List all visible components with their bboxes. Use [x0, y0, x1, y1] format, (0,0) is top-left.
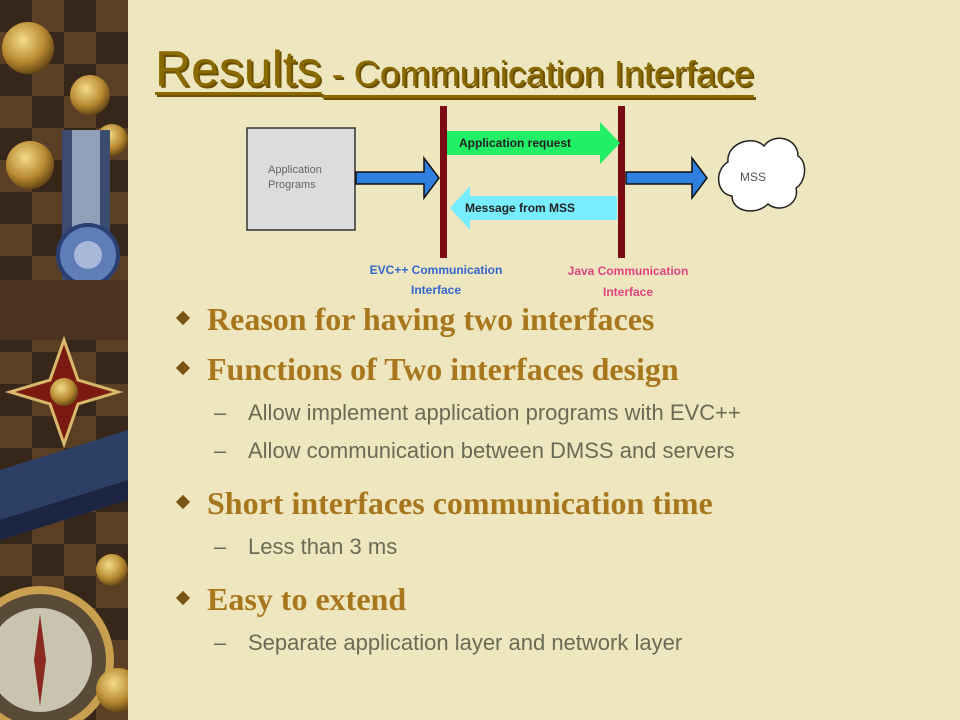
dash-marker: – — [214, 630, 227, 655]
evc-interface-bar — [440, 106, 447, 258]
gold-button-icon — [6, 141, 54, 189]
bullet-text: Short interfaces communication time — [207, 485, 713, 521]
right-blue-arrow-icon — [625, 155, 708, 201]
sub-bullet-item: –Less than 3 ms — [172, 530, 932, 568]
sub-bullet-text: Allow communication between DMSS and ser… — [248, 438, 735, 463]
java-interface-bar — [618, 106, 625, 258]
diamond-bullet-icon — [175, 360, 191, 376]
diamond-bullet-icon — [175, 494, 191, 510]
evc-label-line2: Interface — [411, 283, 461, 297]
message-from-mss-label: Message from MSS — [465, 201, 575, 215]
gold-button-icon — [70, 75, 110, 115]
java-label-line1: Java Communication — [568, 264, 689, 278]
bullet-item: Easy to extend — [172, 576, 932, 626]
app-box-line1: Application — [268, 164, 322, 176]
bullet-item: Reason for having two interfaces — [172, 296, 932, 346]
bullet-text: Functions of Two interfaces design — [207, 351, 679, 387]
bullet-text: Easy to extend — [207, 581, 407, 617]
mss-label: MSS — [740, 170, 766, 184]
application-request-label: Application request — [459, 136, 571, 150]
decorative-medals-sidebar — [0, 0, 128, 720]
sub-bullet-item: –Separate application layer and network … — [172, 626, 932, 664]
bullet-item: Functions of Two interfaces design — [172, 346, 932, 396]
sub-bullet-text: Separate application layer and network l… — [248, 630, 683, 655]
application-programs-box — [246, 127, 356, 231]
gold-button-icon — [96, 668, 128, 712]
bullet-text: Reason for having two interfaces — [207, 301, 655, 337]
evc-label-line1: EVC++ Communication — [370, 263, 503, 277]
title-main: Results — [155, 41, 322, 97]
title-sub: - Communication Interface — [321, 53, 754, 94]
bullet-list: Reason for having two interfaces Functio… — [172, 296, 932, 664]
dash-marker: – — [214, 534, 227, 559]
sub-bullet-item: –Allow implement application programs wi… — [172, 396, 932, 434]
message-from-mss-arrow-icon — [450, 186, 617, 230]
slide-title: Results - Communication Interface — [155, 40, 754, 98]
application-request-arrow-icon — [447, 122, 620, 164]
diamond-bullet-icon — [175, 310, 191, 326]
mss-cloud-icon — [718, 137, 806, 212]
left-blue-arrow-icon — [355, 155, 440, 201]
sub-bullet-item: –Allow communication between DMSS and se… — [172, 434, 932, 472]
gold-button-icon — [96, 554, 128, 586]
sub-bullet-text: Less than 3 ms — [248, 534, 398, 559]
bullet-item: Short interfaces communication time — [172, 480, 932, 530]
dash-marker: – — [214, 400, 227, 425]
diamond-bullet-icon — [175, 590, 191, 606]
dash-marker: – — [214, 438, 227, 463]
sub-bullet-text: Allow implement application programs wit… — [248, 400, 741, 425]
app-box-line2: Programs — [268, 179, 316, 191]
java-label-line2: Interface — [603, 285, 653, 299]
gold-button-icon — [2, 22, 54, 74]
